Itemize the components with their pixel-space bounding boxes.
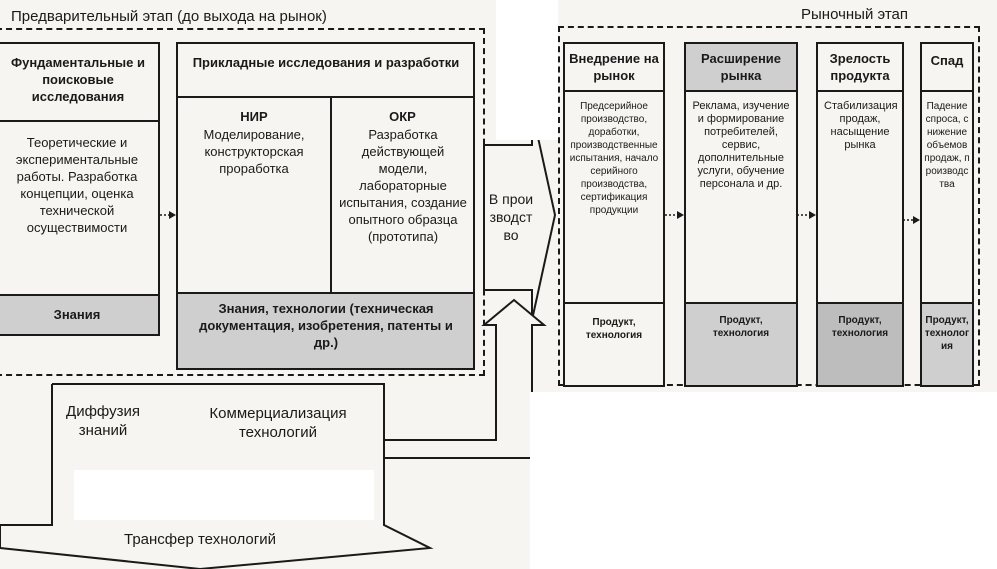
to-production-label: В производство: [488, 191, 534, 243]
stage-1-header: Внедрение на рынок: [569, 51, 659, 83]
market-title: Рыночный этап: [798, 6, 911, 23]
stage-3-body: Стабилизация продаж, насыщение рынка: [824, 100, 898, 151]
stage-4-body: Падение спроса, снижение объемов продаж,…: [924, 101, 970, 190]
okr-title: ОКР: [389, 109, 416, 124]
pre-market-title: Предварительный этап (до выхода на рынок…: [8, 8, 330, 25]
applied-research-box: Прикладные исследования и разработки НИР…: [176, 42, 475, 370]
fundamental-body: Теоретические и экспериментальные работы…: [15, 135, 139, 235]
applied-header: Прикладные исследования и разработки: [192, 55, 460, 70]
stage-box-2: Расширение рынка Реклама, изучение и фор…: [684, 42, 798, 387]
nir-title: НИР: [240, 109, 268, 124]
technology-transfer-label: Трансфер технологий: [124, 531, 276, 548]
fundamental-result: Знания: [53, 307, 101, 322]
upward-arrow-shape: [481, 298, 547, 352]
stage-3-header: Зрелость продукта: [829, 51, 891, 83]
stage-3-result: Продукт, технология: [831, 315, 889, 339]
nir-body: Моделирование, конструкторская проработк…: [203, 127, 305, 176]
stage-1-result: Продукт, технология: [585, 317, 643, 341]
stage-box-1: Внедрение на рынок Предсерийное производ…: [563, 42, 665, 387]
stage-2-body: Реклама, изучение и формирование потреби…: [692, 100, 790, 190]
pre-market-frame: [0, 28, 485, 376]
technology-commercialization-label: Коммерциализация технологий: [209, 405, 347, 441]
stage-box-4: Спад Падение спроса, снижение объемов пр…: [920, 42, 974, 387]
knowledge-diffusion-label: Диффузия знаний: [66, 403, 140, 439]
stage-2-header: Расширение рынка: [686, 44, 796, 90]
stage-4-header: Спад: [930, 53, 964, 68]
okr-body: Разработка действующей модели, лаборатор…: [339, 127, 467, 244]
fundamental-research-box: Фундаментальные и поисковые исследования…: [0, 42, 160, 336]
stage-2-result: Продукт, технология: [712, 315, 770, 339]
fundamental-header: Фундаментальные и поисковые исследования: [11, 55, 145, 104]
stage-box-3: Зрелость продукта Стабилизация продаж, н…: [816, 42, 904, 387]
stage-1-body: Предсерийное производство, доработки, пр…: [569, 101, 659, 216]
applied-result: Знания, технологии (техническая документ…: [199, 301, 453, 350]
stage-4-result: Продукт, технология: [924, 315, 970, 352]
